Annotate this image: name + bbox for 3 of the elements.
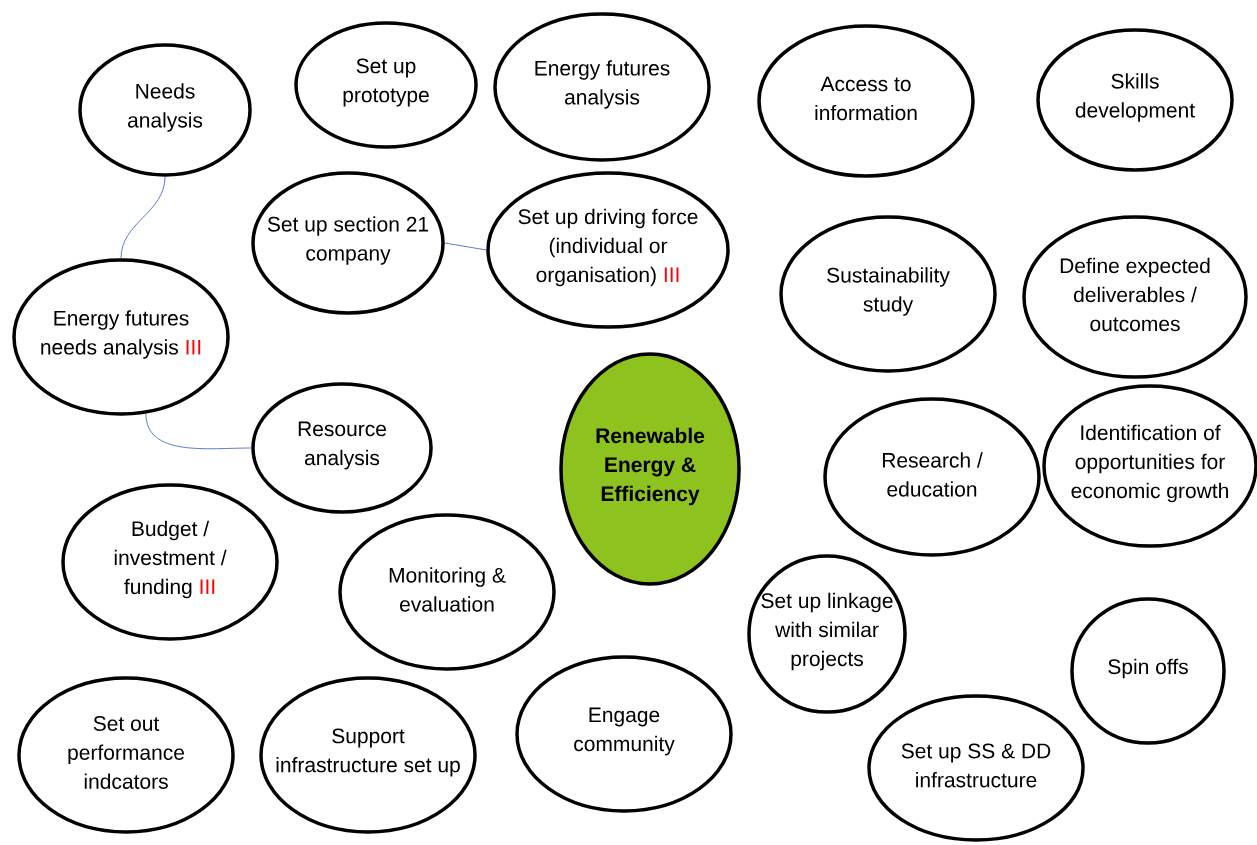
connector-line bbox=[444, 242, 487, 251]
connector-line bbox=[145, 413, 252, 450]
connector-line bbox=[120, 176, 166, 259]
